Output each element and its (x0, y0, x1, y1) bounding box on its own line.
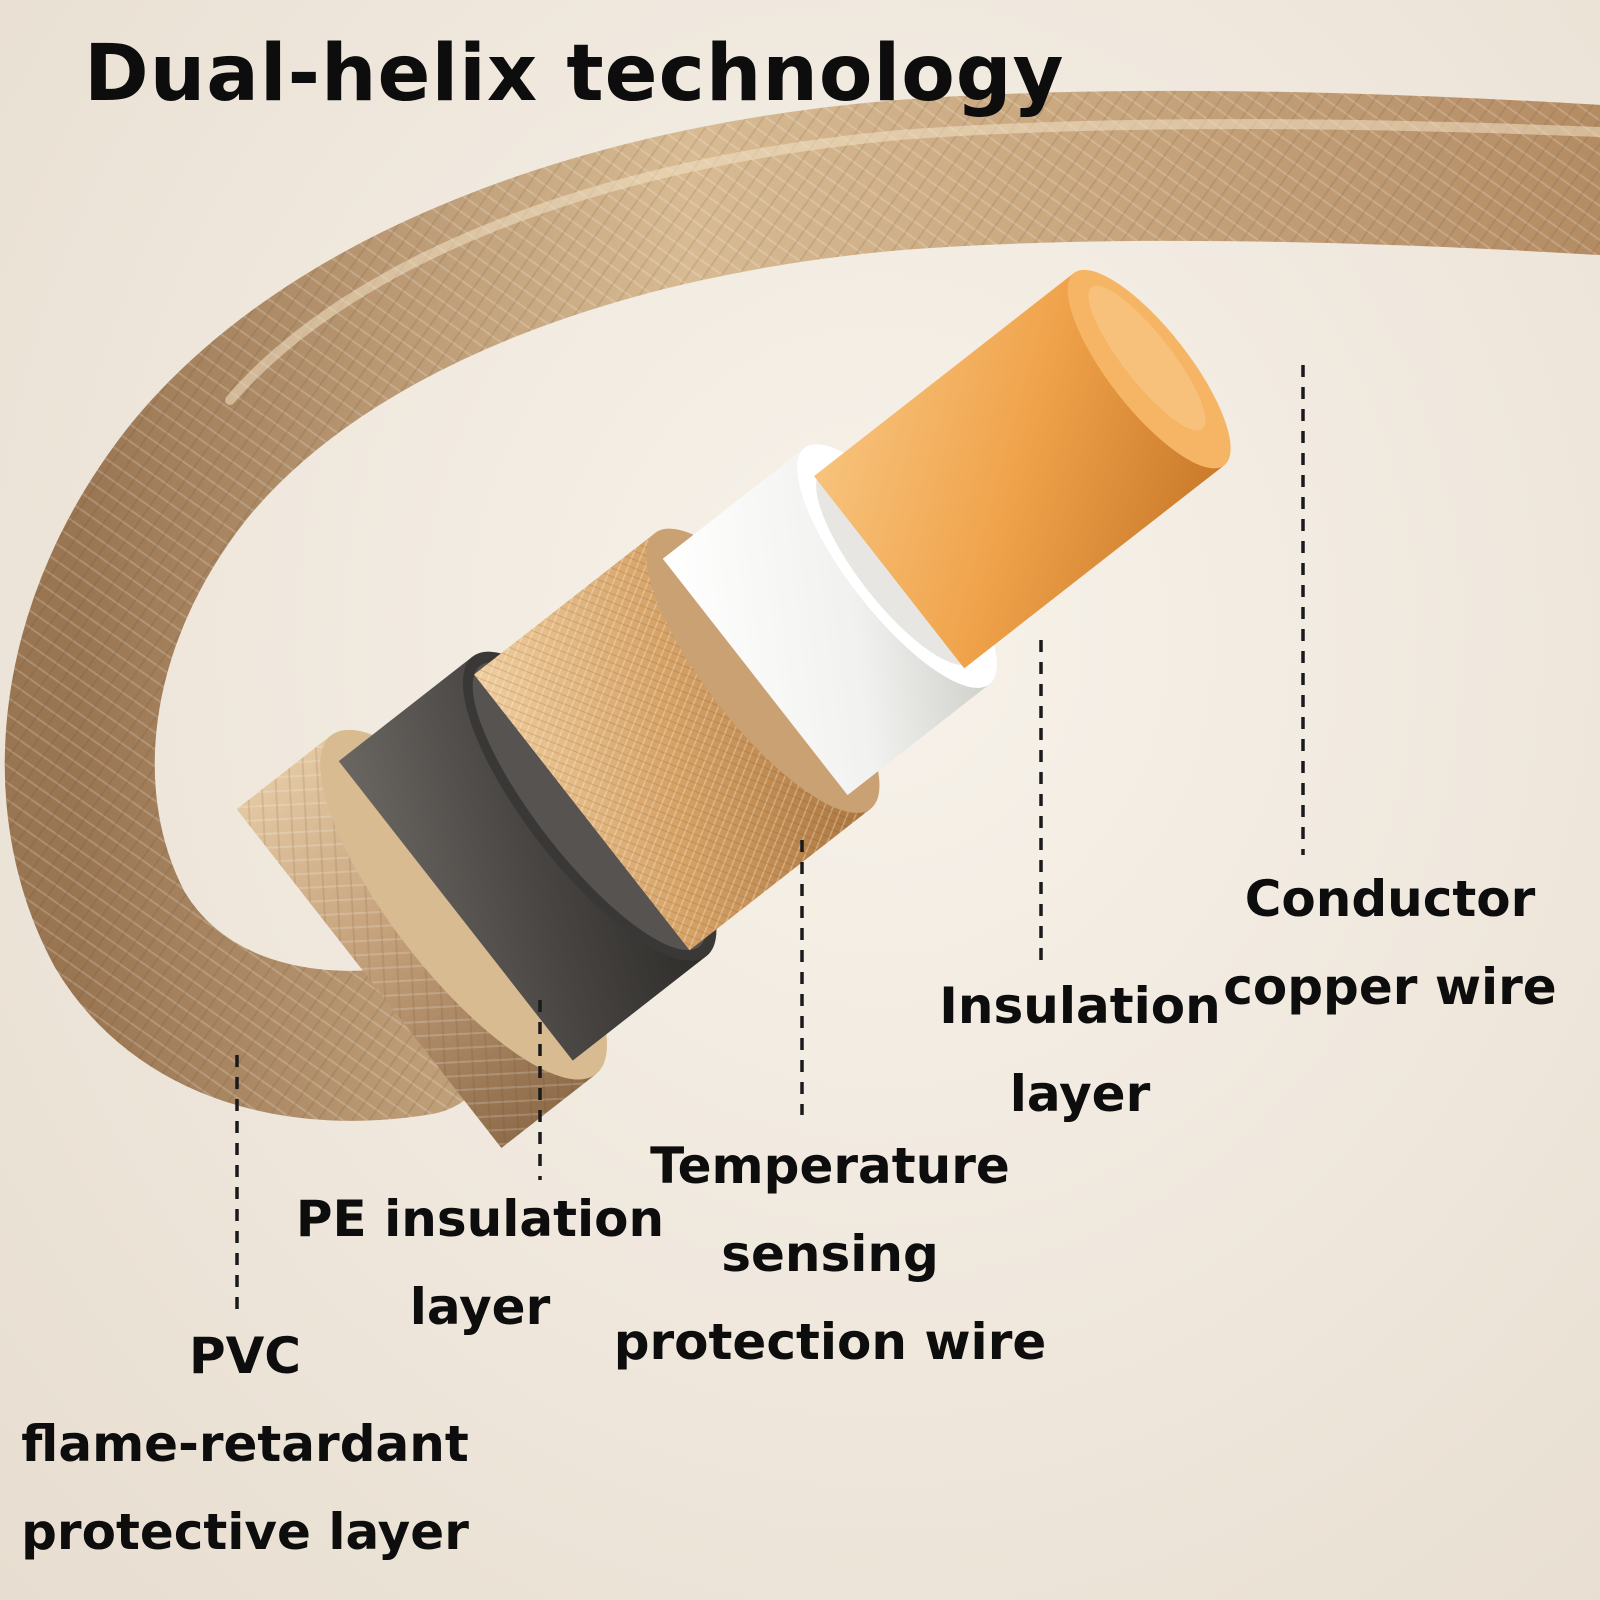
label-line: Temperature (650, 1137, 1010, 1195)
label-line: protective layer (21, 1503, 469, 1561)
label-line: layer (1009, 1065, 1151, 1123)
label-line: PVC (188, 1327, 302, 1385)
label-pe-insulation-layer: PE insulation layer (290, 1175, 670, 1351)
label-line: protection wire (613, 1313, 1047, 1371)
label-line: PE insulation (295, 1190, 665, 1248)
braided-sheath-loop (4, 90, 1600, 1121)
copper-conductor (814, 269, 1231, 669)
label-line: sensing (721, 1225, 939, 1283)
label-temperature-sensing-wire: Temperature sensing protection wire (610, 1122, 1050, 1386)
label-insulation-layer: Insulation layer (920, 962, 1240, 1138)
page-title: Dual-helix technology (84, 29, 1065, 119)
label-line: layer (409, 1278, 551, 1336)
label-line: Conductor (1244, 870, 1536, 928)
label-line: Insulation (939, 977, 1221, 1035)
label-line: copper wire (1223, 958, 1557, 1016)
label-pvc-protective-layer: PVC flame-retardant protective layer (10, 1312, 480, 1576)
label-conductor-copper-wire: Conductor copper wire (1210, 855, 1570, 1031)
label-line: flame-retardant (21, 1415, 469, 1473)
